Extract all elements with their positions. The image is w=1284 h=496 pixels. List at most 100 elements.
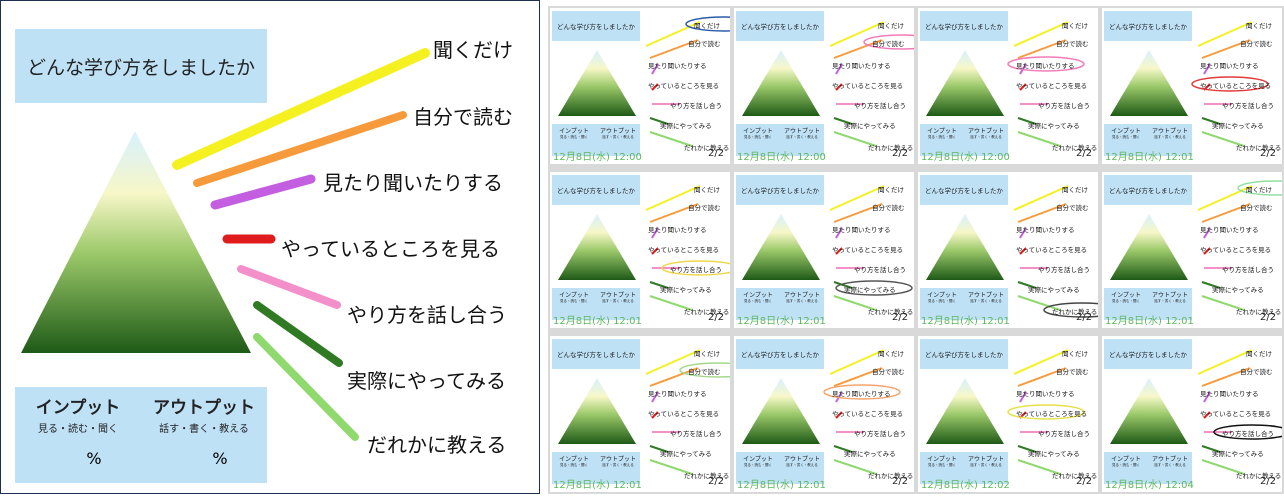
thumbnail-date: 12月8日(水) 12:00 <box>737 152 826 163</box>
thumbnail-label: 聞くだけ <box>1062 350 1088 358</box>
thumbnail-input: インプット見る・読む・聞く <box>927 292 957 303</box>
thumbnail[interactable]: どんな学び方をしましたか聞くだけ自分で読む見たり聞いたりするやっているところを見… <box>734 172 914 328</box>
thumbnail-line <box>833 295 877 311</box>
thumbnail-pyramid <box>926 185 1098 318</box>
thumbnail-line <box>1201 281 1221 289</box>
thumbnail-input: インプット見る・読む・聞く <box>743 128 773 139</box>
thumbnail-label: 見たり聞いたりする <box>648 226 707 234</box>
thumbnail-line <box>1017 203 1067 223</box>
thumbnail-page: 2/2 <box>892 148 909 159</box>
thumbnail[interactable]: どんな学び方をしましたか聞くだけ自分で読む見たり聞いたりするやっているところを見… <box>1102 336 1282 492</box>
thumbnail-io-box: インプット見る・読む・聞くアウトプット話す・書く・教える <box>920 452 1008 484</box>
thumbnail[interactable]: どんな学び方をしましたか聞くだけ自分で読む見たり聞いたりするやっているところを見… <box>734 8 914 164</box>
thumbnail-title: どんな学び方をしましたか <box>552 339 640 369</box>
thumbnail-label: 実際にやってみる <box>660 450 712 458</box>
thumbnail-label: 自分で読む <box>1056 368 1089 376</box>
thumbnail-page: 2/2 <box>892 312 909 323</box>
thumbnail-title: どんな学び方をしましたか <box>920 339 1008 369</box>
thumbnail-io-box: インプット見る・読む・聞くアウトプット話す・書く・教える <box>736 452 824 484</box>
thumbnail-io-box: インプット見る・読む・聞くアウトプット話す・書く・教える <box>736 288 824 320</box>
thumbnail-title: どんな学び方をしましたか <box>1104 175 1192 205</box>
thumbnail-date: 12月8日(水) 12:01 <box>553 480 642 491</box>
thumbnail-line <box>829 21 885 47</box>
thumbnail-date: 12月8日(水) 12:04 <box>1105 480 1194 491</box>
thumbnail-label: 実際にやってみる <box>1212 122 1264 130</box>
thumbnail-pyramid <box>558 349 730 475</box>
thumbnail-label: 実際にやってみる <box>844 286 896 294</box>
thumbnail[interactable]: どんな学び方をしましたか聞くだけ自分で読む見たり聞いたりするやっているところを見… <box>734 336 914 492</box>
label-teach: だれかに教える <box>367 433 507 457</box>
thumbnail-label: やっているところを見る <box>1016 82 1088 90</box>
label-discuss: やり方を話し合う <box>347 303 507 327</box>
thumbnail-label: やっているところを見る <box>1016 246 1088 254</box>
thumbnail-label: やっているところを見る <box>832 410 904 418</box>
thumbnail-line <box>1203 227 1211 239</box>
thumbnail-title: どんな学び方をしましたか <box>552 175 640 205</box>
thumbnail-line <box>835 247 843 255</box>
thumbnail-label: やっているところを見る <box>648 82 720 90</box>
thumbnail-input: インプット見る・読む・聞く <box>927 456 957 467</box>
thumbnail-label: やっているところを見る <box>832 246 904 254</box>
thumbnail-label: 自分で読む <box>1240 40 1273 48</box>
thumbnail-label: やり方を話し合う <box>1038 430 1090 438</box>
thumbnail-label: 実際にやってみる <box>1028 450 1080 458</box>
thumbnail-output: アウトプット話す・書く・教える <box>783 456 820 467</box>
thumbnail-label: やり方を話し合う <box>1038 266 1090 274</box>
thumbnail-title: どんな学び方をしましたか <box>552 11 640 41</box>
line-7 <box>253 333 359 441</box>
thumbnail-line <box>1017 131 1061 147</box>
thumbnail[interactable]: どんな学び方をしましたか聞くだけ自分で読む見たり聞いたりするやっているところを見… <box>550 172 730 328</box>
pen-mark <box>679 362 730 378</box>
thumbnail-line <box>651 247 659 255</box>
thumbnail-date: 12月8日(水) 12:01 <box>737 316 826 327</box>
thumbnail-line <box>1017 281 1037 289</box>
pen-mark <box>1043 302 1098 318</box>
thumbnail[interactable]: どんな学び方をしましたか聞くだけ自分で読む見たり聞いたりするやっているところを見… <box>918 172 1098 328</box>
thumbnail-label: やっているところを見る <box>1200 410 1272 418</box>
thumbnail-line <box>1201 459 1245 475</box>
thumbnail-label: やっているところを見る <box>648 410 720 418</box>
line-3 <box>210 174 316 210</box>
main-slide: どんな学び方をしましたか 聞くだけ 自分で読む 見たり聞いたりする やっていると… <box>0 0 540 494</box>
thumbnail-date: 12月8日(水) 12:01 <box>1105 316 1194 327</box>
thumbnail-line <box>1201 131 1245 147</box>
thumbnail-label: 聞くだけ <box>878 186 904 194</box>
thumbnail-label: 聞くだけ <box>878 350 904 358</box>
thumbnail[interactable]: どんな学び方をしましたか聞くだけ自分で読む見たり聞いたりするやっているところを見… <box>918 336 1098 492</box>
thumbnail-date: 12月8日(水) 12:00 <box>921 152 1010 163</box>
thumbnail-label: 実際にやってみる <box>844 122 896 130</box>
pen-mark <box>661 260 730 276</box>
thumbnail-line <box>835 411 843 419</box>
pen-mark <box>1007 56 1085 72</box>
thumbnail-pyramid <box>926 349 1085 475</box>
thumbnail-input: インプット見る・読む・聞く <box>743 456 773 467</box>
thumbnail-output: アウトプット話す・書く・教える <box>599 128 636 139</box>
thumbnail-page: 2/2 <box>1260 476 1277 487</box>
thumbnail-output: アウトプット話す・書く・教える <box>783 128 820 139</box>
thumbnail-output: アウトプット話す・書く・教える <box>967 128 1004 139</box>
thumbnail[interactable]: どんな学び方をしましたか聞くだけ自分で読む見たり聞いたりするやっているところを見… <box>550 336 730 492</box>
label-try: 実際にやってみる <box>347 369 506 393</box>
thumbnail-line <box>1017 295 1061 311</box>
thumbnail[interactable]: どんな学び方をしましたか聞くだけ自分で読む見たり聞いたりするやっているところを見… <box>1102 172 1282 328</box>
thumbnail-line <box>829 349 885 375</box>
thumbnail-grid: どんな学び方をしましたか聞くだけ自分で読む見たり聞いたりするやっているところを見… <box>548 6 1284 494</box>
thumbnail-line <box>1197 21 1253 47</box>
label-read: 自分で読む <box>413 105 513 129</box>
thumbnail-date: 12月8日(水) 12:01 <box>921 316 1010 327</box>
thumbnail[interactable]: どんな学び方をしましたか聞くだけ自分で読む見たり聞いたりするやっているところを見… <box>550 8 730 164</box>
thumbnail[interactable]: どんな学び方をしましたか聞くだけ自分で読む見たり聞いたりするやっているところを見… <box>1102 8 1282 164</box>
thumbnail-line <box>649 131 693 147</box>
label-watch: やっているところを見る <box>281 237 500 261</box>
thumbnail-label: 自分で読む <box>872 204 905 212</box>
thumbnail[interactable]: どんな学び方をしましたか聞くだけ自分で読む見たり聞いたりするやっているところを見… <box>918 8 1098 164</box>
input-sub: 見る・読む・聞く <box>38 424 118 435</box>
thumbnail-output: アウトプット話す・書く・教える <box>1151 128 1188 139</box>
thumbnail-label: だれかに教える <box>1052 472 1098 480</box>
thumbnail-page: 2/2 <box>708 312 725 323</box>
thumbnail-pyramid <box>742 185 913 311</box>
thumbnail-label: 自分で読む <box>688 368 721 376</box>
thumbnail-title: どんな学び方をしましたか <box>736 339 824 369</box>
input-output-box: インプット 見る・読む・聞く アウトプット 話す・書く・教える % % <box>15 387 267 483</box>
thumbnail-line <box>1017 459 1061 475</box>
